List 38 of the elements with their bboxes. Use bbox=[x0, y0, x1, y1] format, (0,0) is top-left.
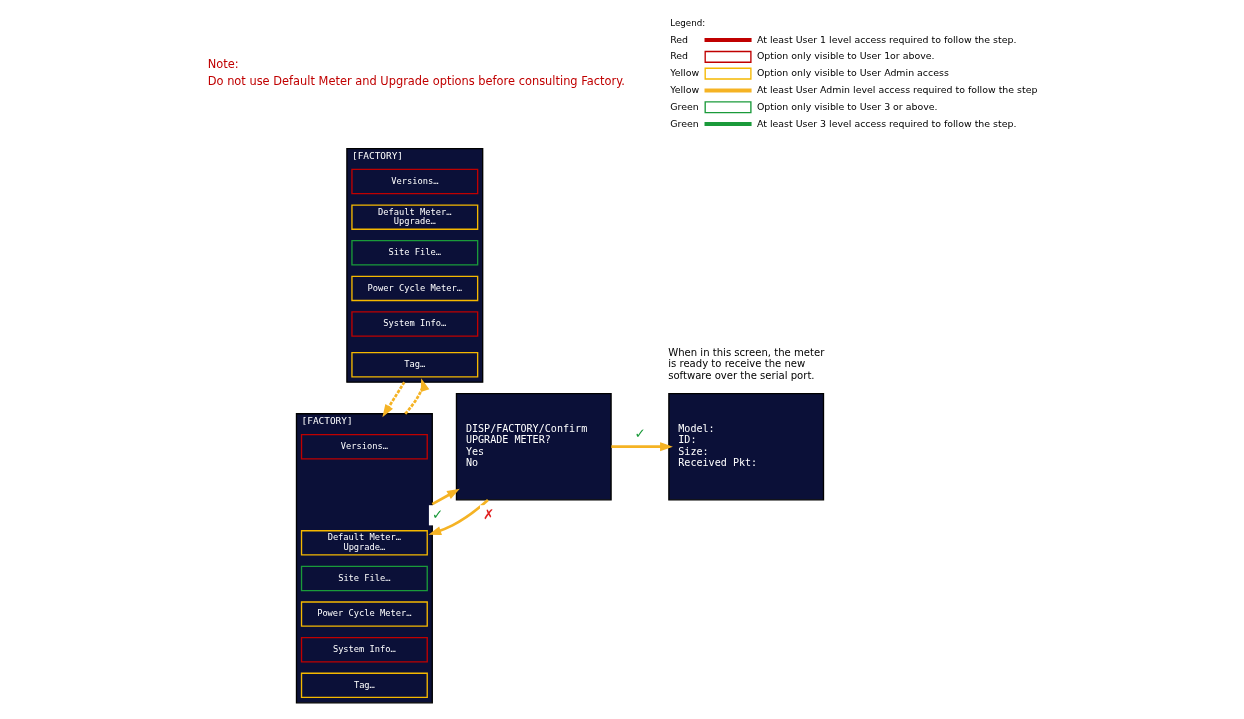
legend-label: Option only visible to User Admin access bbox=[756, 67, 949, 79]
node-box: Versions… bbox=[351, 168, 479, 195]
node-box: System Info… bbox=[351, 311, 479, 337]
node-box: System Info… bbox=[300, 636, 428, 663]
node-box: Power Cycle Meter… bbox=[351, 275, 479, 302]
node-box: Site File… bbox=[300, 565, 428, 592]
node-box: DISP/FACTORY/Confirm UPGRADE METER? Yes No bbox=[455, 392, 612, 501]
label: Yellow bbox=[670, 83, 700, 95]
label: Red bbox=[670, 33, 689, 45]
legend-label: At least User 1 level access required to follow the step. bbox=[756, 33, 1017, 45]
edge-label: ✓ bbox=[431, 506, 444, 522]
label: Yellow bbox=[670, 67, 700, 79]
node-box: Versions… bbox=[300, 433, 428, 460]
legend-label: Option only visible to User 3 or above. bbox=[756, 100, 938, 112]
label: Green bbox=[670, 100, 699, 112]
node-box: Power Cycle Meter… bbox=[300, 601, 428, 627]
arrow bbox=[382, 381, 406, 418]
node-box: Tag… bbox=[300, 672, 428, 699]
label: Legend: bbox=[670, 17, 706, 28]
label: Green bbox=[670, 117, 699, 129]
arrow bbox=[404, 378, 430, 415]
label: Note: bbox=[207, 57, 239, 72]
node-box: Site File… bbox=[351, 240, 479, 266]
edge-label: ✓ bbox=[634, 425, 646, 441]
node-box: Default Meter… Upgrade… bbox=[351, 204, 479, 230]
label: Do not use Default Meter and Upgrade options before consulting Factory. bbox=[207, 74, 625, 89]
legend-label: At least User 3 level access required to follow the step. bbox=[756, 117, 1017, 129]
arrow bbox=[611, 442, 673, 452]
legend-label: At least User Admin level access required to follow the step bbox=[756, 83, 1038, 95]
node-box: Tag… bbox=[351, 351, 479, 378]
arrow bbox=[428, 498, 489, 535]
node-box: Default Meter… Upgrade… bbox=[300, 530, 428, 556]
label: Red bbox=[670, 50, 689, 62]
edge-label: ✗ bbox=[483, 506, 495, 522]
legend-label: Option only visible to User 1or above. bbox=[756, 50, 935, 62]
node-label: When in this screen, the meter is ready to receive the new software over the serial port. bbox=[668, 346, 825, 381]
arrow bbox=[431, 488, 460, 506]
node-box: Model: ID: Size: Received Pkt: bbox=[668, 392, 825, 501]
